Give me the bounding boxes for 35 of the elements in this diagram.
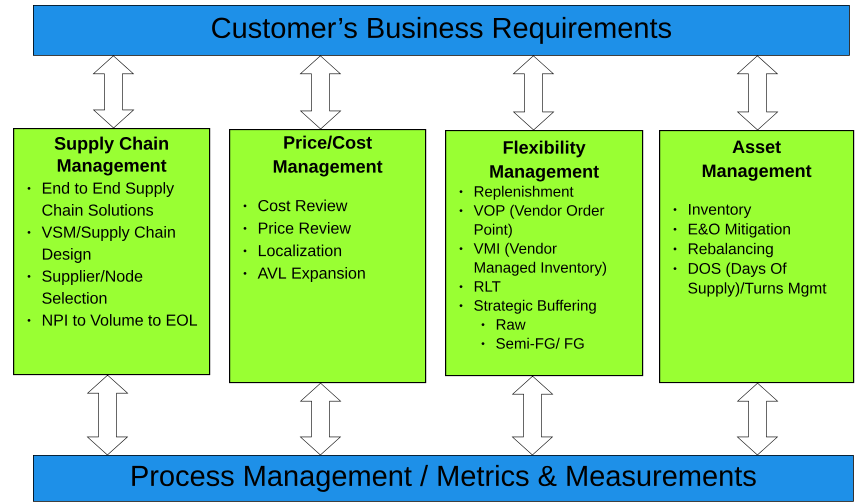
double-arrow [512,376,554,456]
bullet-item: Semi-FG/ FG [496,338,584,349]
bullet-item: RLT [474,281,500,292]
box-heading: Price/Cost Management [274,136,382,176]
bullet-item: Inventory [689,204,752,218]
bullet-item: Rebalancing [688,242,773,258]
bullet-item: E&O Mitigation [688,223,790,238]
bullet-item: Cost Review [258,200,348,212]
bullet-item: VMI (Vendor Managed Inventory) [474,242,606,276]
bullet-item: VSM/Supply Chain Design [42,226,175,263]
bullet-item: NPI to Volume to EOL [42,314,198,326]
bullet-item: Supplier/Node Selection [42,270,142,304]
bullet-item: End to End Supply Chain Solutions [42,182,174,216]
bullet-item: Price Review [258,222,351,234]
bullet-item: DOS (Days Of Supply)/Turns Mgmt [688,262,826,297]
bullet-item: Strategic Buffering [474,300,596,314]
bullet-item: VOP (Vendor Order Point) [474,204,604,238]
double-arrow [736,382,778,456]
bullet-item: AVL Expansion [258,267,365,282]
bullet-item: Raw [496,319,526,330]
box-heading: Asset Management [702,140,812,181]
category-box [229,128,426,384]
box-heading: Flexibility Management [490,140,599,182]
banner-title: Process Management / Metrics & Measurements [132,464,756,492]
double-arrow [86,374,128,456]
double-arrow [300,382,342,456]
bullet-item: Replenishment [474,186,574,200]
category-box [445,130,644,376]
bullet-item: Localization [258,244,342,256]
banner [33,4,850,56]
banner [33,454,854,502]
category-box [659,130,854,384]
category-box [13,128,210,376]
banner-title: Customer’s Business Requirements [212,16,672,44]
box-heading: Supply Chain Management [54,136,168,176]
